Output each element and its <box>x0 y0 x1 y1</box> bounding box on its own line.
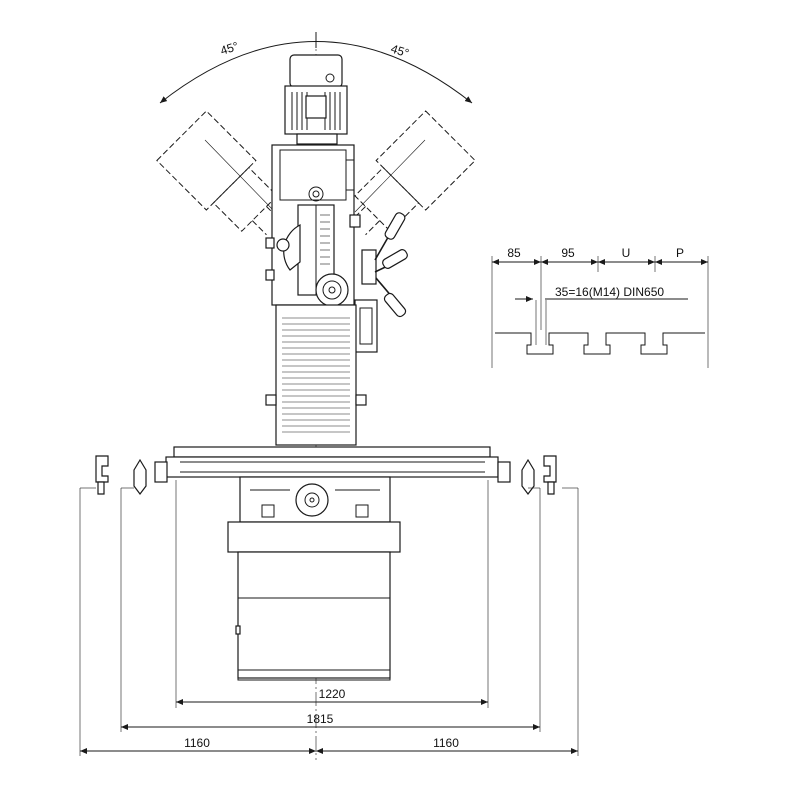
work-table <box>133 446 535 523</box>
feed-levers <box>354 212 408 353</box>
detail-dim-p: P <box>676 246 684 260</box>
dim-table-length: 1220 <box>319 687 346 701</box>
dim-travel-width: 1815 <box>307 712 334 726</box>
travel-ghost-handles <box>95 455 557 495</box>
detail-dim-u: U <box>622 246 631 260</box>
tilted-head-right-ghost <box>351 110 476 236</box>
detail-dim-85: 85 <box>507 246 521 260</box>
column-ribs <box>282 317 350 433</box>
detail-dim-95: 95 <box>561 246 575 260</box>
motor <box>284 54 348 145</box>
angle-left-label: 45° <box>219 39 241 58</box>
angle-right-label: 45° <box>389 42 411 61</box>
dim-right-half: 1160 <box>433 736 459 750</box>
drill-head <box>265 144 361 307</box>
base-stand <box>227 521 401 681</box>
column <box>265 304 367 446</box>
dim-left-half: 1160 <box>184 736 210 750</box>
t-slot-detail: 85 95 U P 35=16(M14) DIN650 <box>491 246 709 368</box>
dimension-lines: 1220 1815 1160 1160 <box>79 480 579 756</box>
slot-spec: 35=16(M14) DIN650 <box>555 285 664 299</box>
